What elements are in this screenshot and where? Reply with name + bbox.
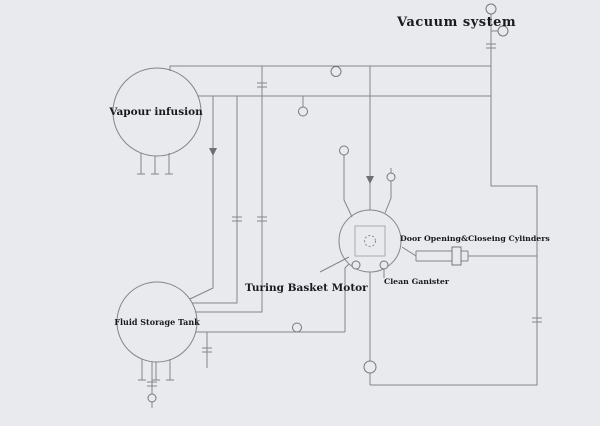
drain-trap-icon	[363, 360, 377, 374]
gauge-icon	[339, 145, 349, 156]
pipe-network	[147, 14, 542, 408]
pressure-gauge-icon	[485, 3, 497, 15]
tank-body	[116, 281, 198, 363]
pipe-instrument-stems	[302, 30, 537, 278]
basket-body	[338, 209, 402, 273]
label-clean-canister: Clean Ganister	[384, 277, 450, 286]
pressure-gauge-icon	[497, 25, 509, 37]
label-vacuum-system: Vacuum system	[396, 15, 516, 30]
pipe-fluid-lines	[151, 263, 350, 408]
vacuum-gauges	[485, 3, 509, 37]
cylinder-piston	[451, 246, 462, 266]
fluid-storage-tank: Fluid Storage Tank	[114, 281, 200, 381]
vapour-infusion-tank: Vapour infusion	[108, 67, 203, 175]
valve-ticks	[147, 43, 542, 387]
cylinder-body	[415, 250, 469, 262]
tank-legs	[138, 359, 174, 381]
valve-icon	[386, 172, 396, 182]
basket-roller-icon	[379, 260, 389, 270]
tank-legs	[137, 153, 173, 175]
leader-line	[319, 256, 350, 273]
label-door-cylinders: Door Opening&Closeing Cylinders	[400, 234, 550, 243]
label-fluid-storage-tank: Fluid Storage Tank	[114, 317, 200, 327]
basket-frame	[354, 225, 386, 257]
tank-body	[112, 67, 202, 157]
gauge-icon	[298, 106, 308, 117]
gauge-icon	[330, 66, 342, 77]
valve-icon	[292, 322, 302, 333]
basket-roller-icon	[351, 260, 361, 270]
valve-icon	[147, 393, 157, 403]
label-turing-basket-motor: Turing Basket Motor	[245, 282, 368, 294]
basket-axis-icon	[364, 235, 376, 247]
turing-basket	[319, 209, 402, 273]
label-vapour-infusion: Vapour infusion	[108, 106, 203, 118]
door-cylinders-symbol	[415, 246, 469, 266]
pipe-headers	[169, 14, 538, 386]
flow-arrow-icon	[209, 148, 217, 156]
flow-arrow-icon	[366, 176, 374, 184]
